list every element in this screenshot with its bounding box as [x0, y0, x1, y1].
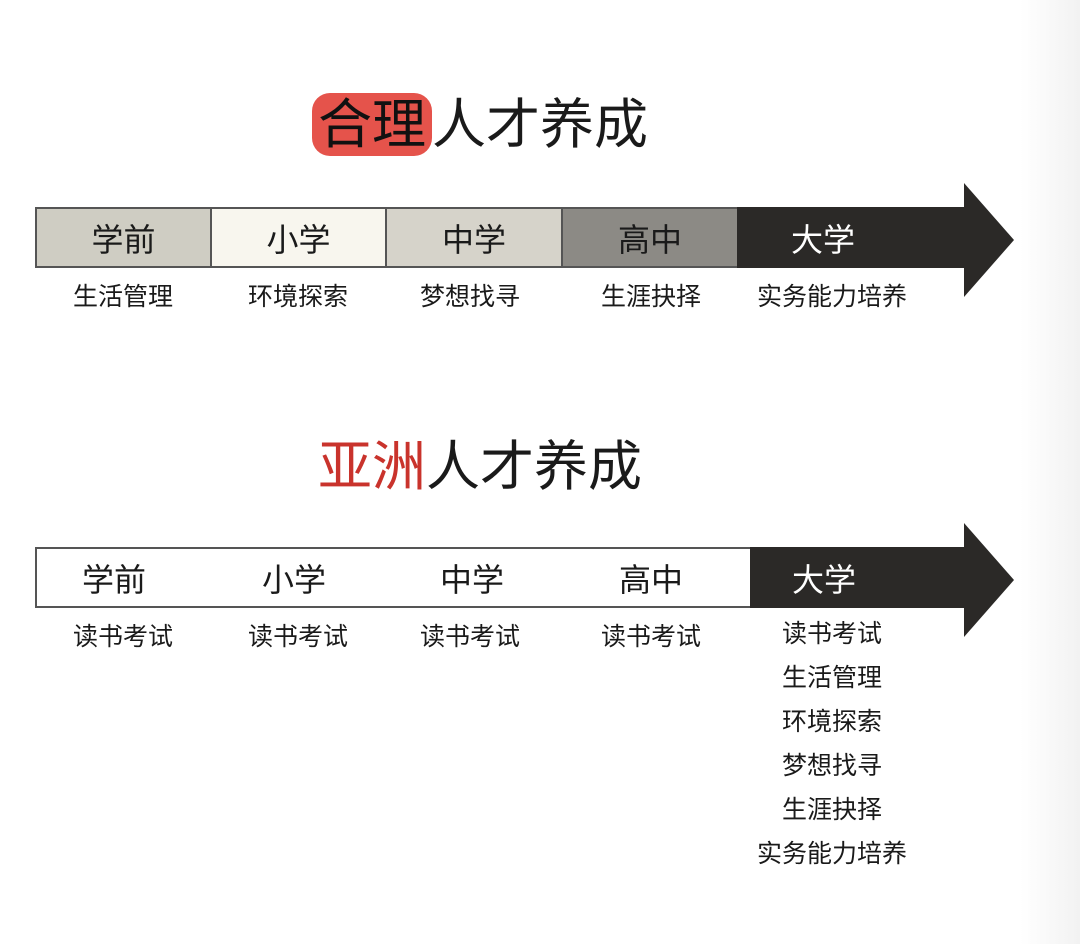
top-stage-primary: 小学: [210, 207, 387, 268]
top-desc: 生活管理: [72, 282, 173, 311]
bottom-desc: 读书考试: [600, 622, 701, 651]
top-desc: 梦想找寻: [419, 282, 520, 311]
top-stage-high: 高中: [561, 207, 739, 268]
top-arrow-head: [964, 183, 1014, 297]
bottom-stage-university: 大学: [750, 547, 967, 608]
top-title-rest: 人才养成: [432, 93, 648, 156]
bottom-desc: 读书考试: [72, 622, 173, 651]
stage-label: 中学: [441, 220, 506, 259]
top-desc: 生涯抉择: [600, 282, 701, 311]
top-desc: 实务能力培养: [756, 282, 907, 311]
bottom-title-rest: 人才养成: [426, 435, 642, 498]
top-desc: 环境探索: [247, 282, 348, 311]
bottom-arrow-head: [964, 523, 1014, 637]
bottom-title-highlight: 亚洲: [318, 435, 426, 498]
top-stage-preschool: 学前: [35, 207, 212, 268]
right-shadow: [1020, 0, 1080, 944]
university-desc-list: 读书考试 生活管理 环境探索 梦想找寻 生涯抉择 实务能力培养: [742, 612, 922, 876]
stage-label: 大学: [791, 220, 856, 259]
list-item: 生涯抉择: [781, 795, 882, 824]
stage-label: 大学: [792, 560, 857, 599]
top-stage-university: 大学: [737, 207, 967, 268]
stage-label: 小学: [262, 560, 327, 599]
stage-label: 高中: [619, 560, 684, 599]
stage-label: 小学: [266, 220, 331, 259]
bottom-bar-white: 学前 小学 中学 高中: [35, 547, 752, 608]
list-item: 读书考试: [781, 619, 882, 648]
stage-label: 高中: [617, 220, 682, 259]
list-item: 环境探索: [781, 707, 882, 736]
bottom-title: 亚洲人才养成: [0, 422, 960, 501]
bottom-desc: 读书考试: [419, 622, 520, 651]
top-stage-middle: 中学: [385, 207, 563, 268]
top-title: 合理人才养成: [0, 80, 960, 159]
top-title-highlight: 合理: [312, 93, 432, 156]
stage-label: 学前: [82, 560, 147, 599]
list-item: 生活管理: [781, 663, 882, 692]
list-item: 实务能力培养: [756, 839, 907, 868]
bottom-desc: 读书考试: [247, 622, 348, 651]
list-item: 梦想找寻: [781, 751, 882, 780]
stage-label: 学前: [91, 220, 156, 259]
stage-label: 中学: [440, 560, 505, 599]
